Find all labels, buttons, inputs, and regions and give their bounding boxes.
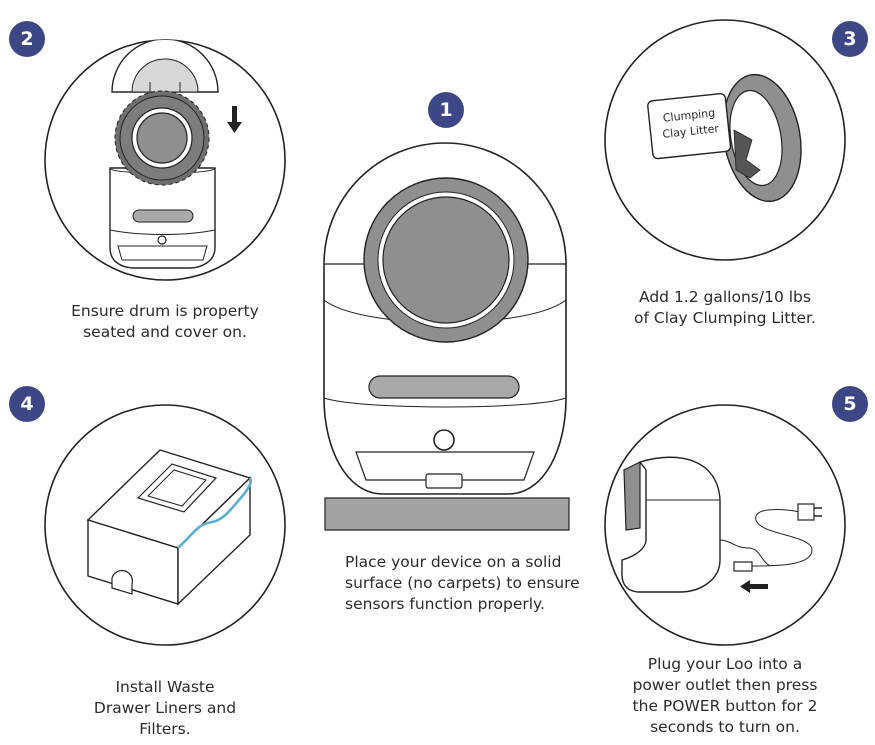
add-litter-illustration	[647, 73, 802, 203]
step-5-caption: Plug your Loo into a power outlet then p…	[620, 654, 830, 738]
step-4-badge: 4	[9, 386, 45, 422]
step-2-caption-line: seated and cover on.	[83, 323, 247, 341]
step-2-caption: Ensure drum is property seated and cover…	[65, 301, 265, 343]
litter-box-device-illustration	[323, 142, 567, 495]
step-1-caption-line: Place your device on a solid	[345, 553, 562, 571]
card-line-2: Clay Litter	[662, 122, 720, 141]
step-1-caption-line: sensors function properly.	[345, 595, 545, 613]
step-5-caption-line: seconds to turn on.	[650, 718, 800, 736]
power-outlet-illustration	[621, 456, 822, 593]
step-1-caption-line: surface (no carpets) to ensure	[345, 574, 580, 592]
step-5-badge: 5	[832, 386, 868, 422]
step-4-caption-line: Install Waste	[115, 678, 215, 696]
step-5-circle	[604, 404, 846, 646]
card-line-1: Clumping	[662, 106, 715, 124]
step-4-caption: Install Waste Drawer Liners and Filters.	[85, 677, 245, 740]
step-2-caption-line: Ensure drum is property	[71, 302, 259, 320]
left-arrow-icon	[740, 580, 768, 593]
step-1-caption: Place your device on a solid surface (no…	[345, 552, 580, 615]
step-3-caption: Add 1.2 gallons/10 lbs of Clay Clumping …	[625, 287, 825, 329]
step-3-badge: 3	[832, 21, 868, 57]
drum-seating-illustration	[109, 40, 219, 269]
step-3-caption-line: Add 1.2 gallons/10 lbs	[639, 288, 811, 306]
step-4-caption-line: Drawer Liners and	[93, 699, 237, 717]
step-5-caption-line: power outlet then press	[632, 676, 818, 694]
clumping-clay-litter-card: Clumping Clay Litter	[662, 106, 720, 141]
step-2-badge: 2	[9, 21, 45, 57]
step-3-caption-line: of Clay Clumping Litter.	[634, 309, 816, 327]
waste-drawer-illustration	[86, 449, 253, 606]
solid-surface-base	[324, 497, 570, 531]
step-4-caption-line: Filters.	[139, 720, 191, 738]
step-5-caption-line: Plug your Loo into a	[647, 655, 803, 673]
down-arrow-icon	[227, 106, 242, 133]
step-1-badge: 1	[428, 92, 464, 128]
step-5-caption-line: the POWER button for 2	[632, 697, 818, 715]
